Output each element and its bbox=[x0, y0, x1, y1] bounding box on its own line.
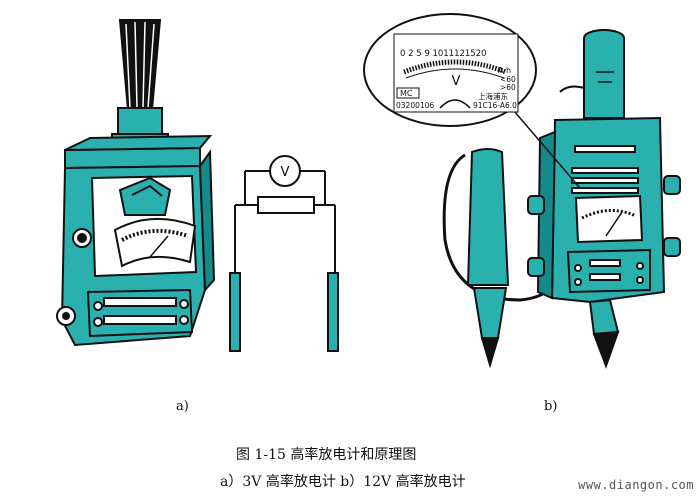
probe-left bbox=[229, 272, 241, 352]
dial-unit: A·h bbox=[498, 66, 511, 75]
dial-scale-arc bbox=[403, 59, 507, 75]
circuit-meter-letter: V bbox=[281, 165, 290, 180]
tester-3v bbox=[56, 19, 216, 347]
knob-left-upper bbox=[527, 195, 545, 215]
dial-type-code: MC bbox=[400, 89, 413, 98]
tester-12v bbox=[442, 29, 681, 369]
probe-cable bbox=[442, 153, 550, 302]
dial-inset bbox=[363, 13, 581, 189]
dial-maker: 上海浦东 bbox=[478, 91, 508, 101]
dial-mark-high: >60 bbox=[500, 83, 516, 92]
meter-face-a bbox=[113, 217, 197, 268]
meter-face-b bbox=[574, 194, 644, 244]
figure-caption-title: 图 1-15 高率放电计和原理图 bbox=[236, 447, 417, 463]
label-a: a) bbox=[176, 399, 189, 414]
dial-serial: 03200106 bbox=[396, 101, 434, 110]
probe-right bbox=[327, 272, 339, 352]
watermark: www.diangon.com bbox=[578, 478, 694, 492]
dial-meter-symbol: V bbox=[452, 74, 461, 89]
dial-mark-low: <60 bbox=[500, 75, 516, 84]
label-b: b) bbox=[544, 399, 557, 414]
bristle-handle bbox=[111, 19, 169, 147]
knob-left-lower bbox=[527, 257, 545, 277]
figure-caption-subtitle: a）3V 高率放电计 b）12V 高率放电计 bbox=[220, 474, 466, 490]
shunt-resistor bbox=[257, 196, 315, 214]
knob-right-lower bbox=[663, 237, 681, 257]
dial-scale-numbers: 0 2 5 9 1011121520 bbox=[400, 49, 487, 59]
circuit-diagram bbox=[229, 155, 339, 352]
dial-model-code: 91C16-A6.0 bbox=[473, 101, 517, 110]
knob-right-upper bbox=[663, 175, 681, 195]
hand-probe bbox=[466, 148, 510, 286]
